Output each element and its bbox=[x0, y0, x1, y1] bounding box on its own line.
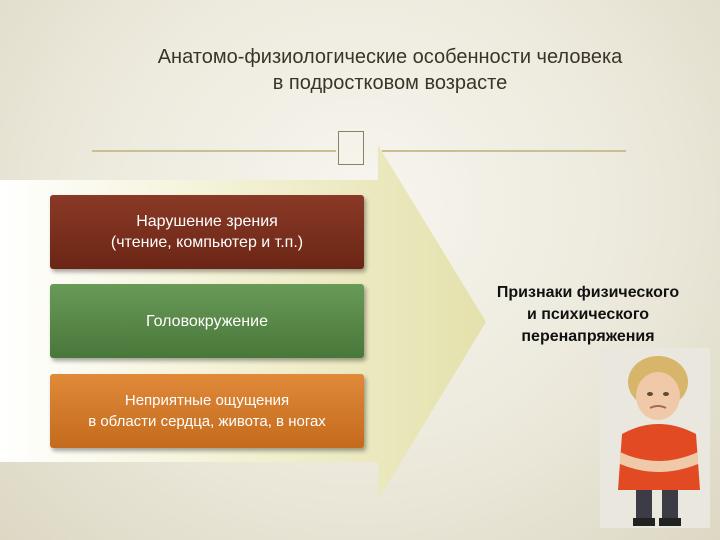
symptom-box-vision: Нарушение зрения (чтение, компьютер и т.… bbox=[50, 195, 364, 269]
teenage-boy-photo bbox=[600, 348, 710, 528]
symptom-box-dizziness: Головокружение bbox=[50, 284, 364, 358]
divider-left bbox=[92, 150, 336, 152]
result-label: Признаки физического и психического пере… bbox=[496, 284, 680, 345]
square-glyph-icon bbox=[338, 131, 364, 165]
slide-title: Анатомо-физиологические особенности чело… bbox=[90, 44, 690, 96]
symptom-box-discomfort: Неприятные ощущения в области сердца, жи… bbox=[50, 374, 364, 448]
title-line-2: в подростковом возрасте bbox=[272, 72, 508, 94]
title-line-1: Анатомо-физиологические особенности чело… bbox=[157, 46, 623, 68]
divider-right bbox=[382, 150, 626, 152]
